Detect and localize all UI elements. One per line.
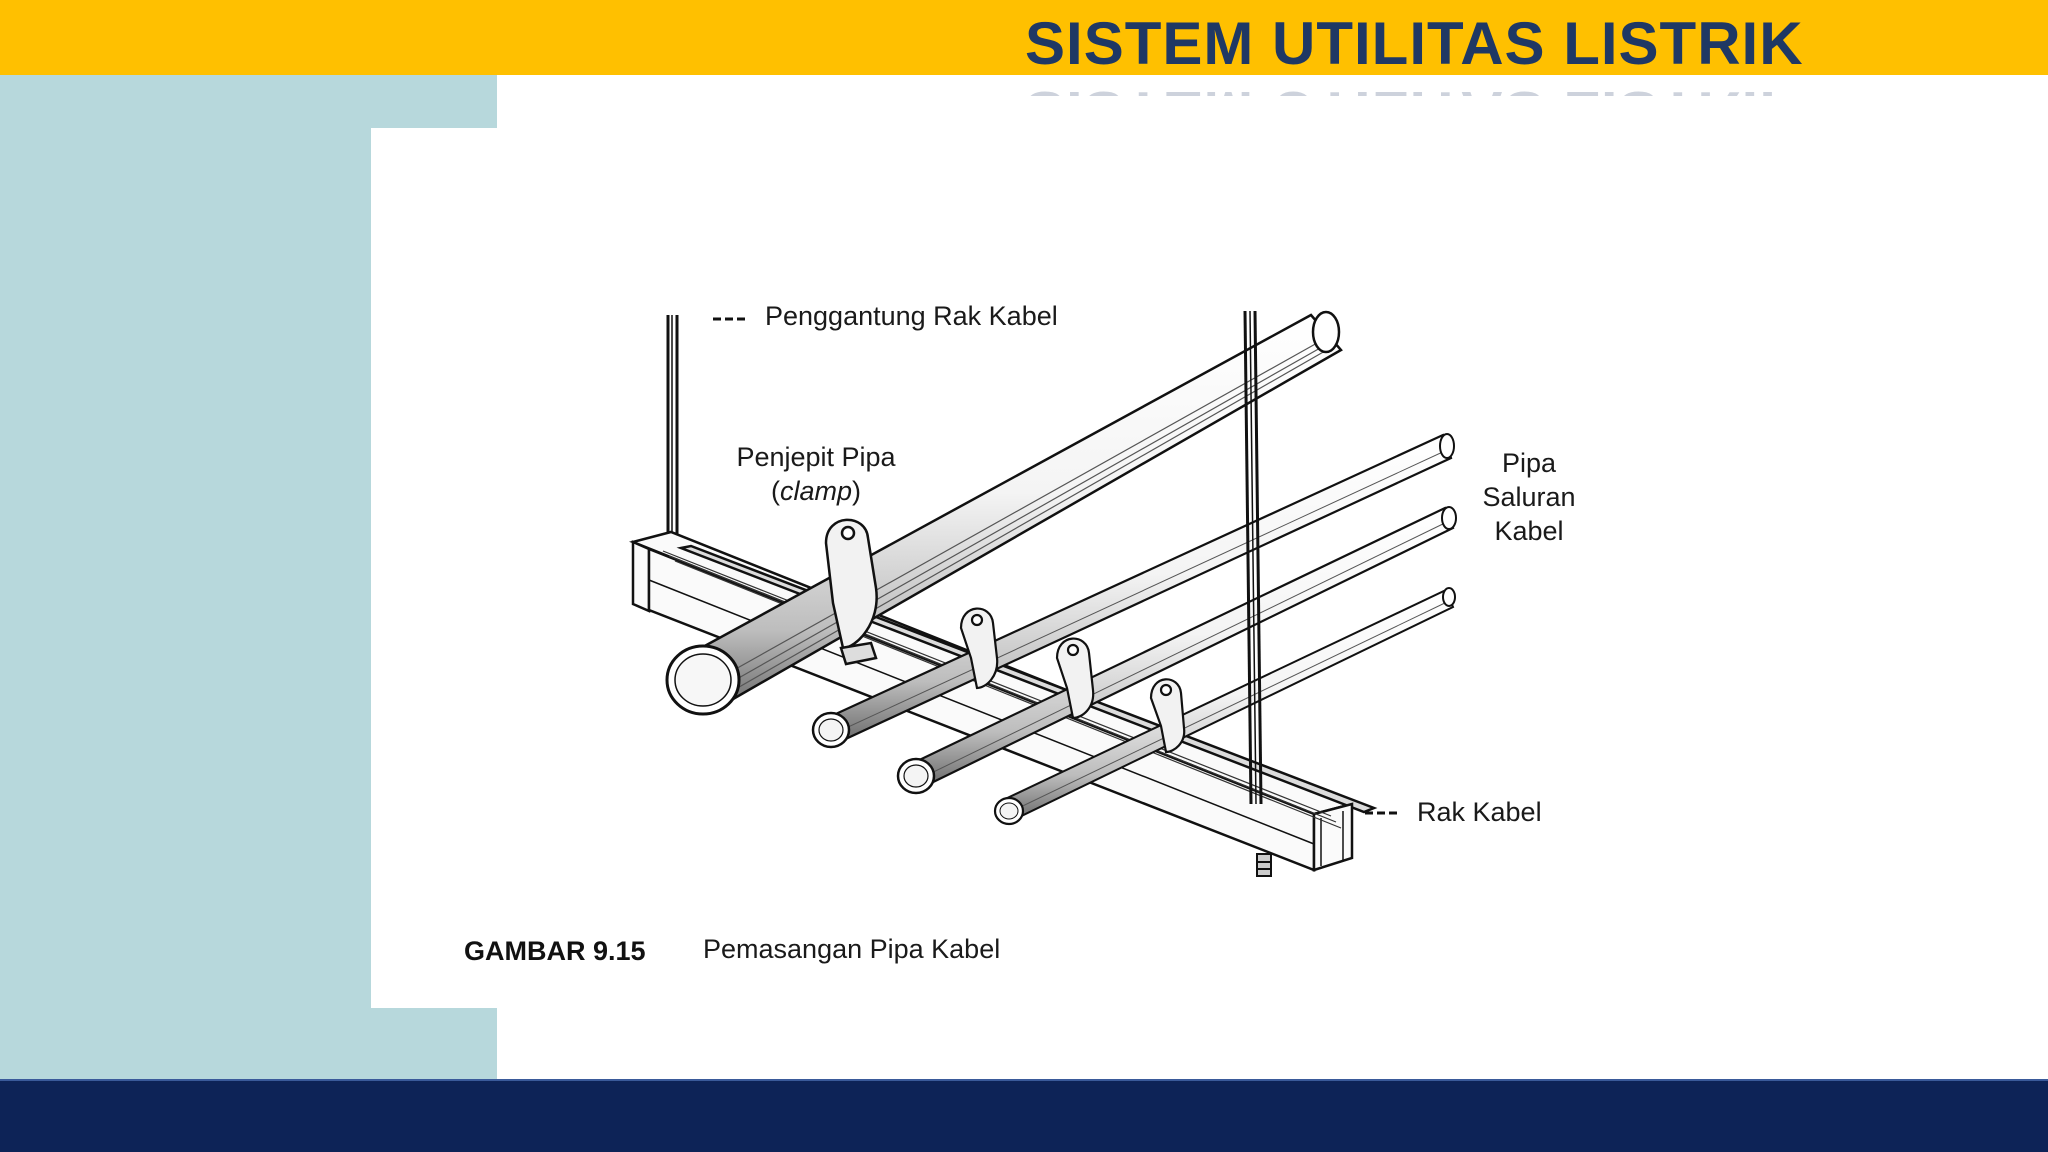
figure-caption: Pemasangan Pipa Kabel <box>703 934 1001 964</box>
label-conduit-line1: Pipa <box>1501 448 1557 478</box>
label-pipe-clamp-line2: (clamp) <box>770 476 862 506</box>
pipe-clamp-small-3 <box>1149 678 1186 754</box>
top-banner <box>0 0 2048 75</box>
figure-card: Penggantung Rak Kabel Penjepit Pipa (cla… <box>371 128 1631 1008</box>
slide-title: SISTEM UTILITAS LISTRIK <box>1025 10 1804 77</box>
footer-divider <box>0 1079 2048 1081</box>
label-cable-tray-hanger: Penggantung Rak Kabel <box>765 301 1058 331</box>
label-pipe-clamp-line1: Penjepit Pipa <box>736 442 896 472</box>
hanger-rod-right <box>1243 310 1263 805</box>
label-pipe-clamp: Penjepit Pipa (clamp) <box>701 440 931 508</box>
label-conduit-line2: Saluran <box>1482 482 1576 512</box>
conduit-pipe-small-2 <box>896 506 1457 795</box>
label-conduit-line3: Kabel <box>1494 516 1564 546</box>
cable-tray-illustration <box>629 310 1457 877</box>
pipe-clamp-small-2 <box>1055 637 1095 720</box>
figure-number: GAMBAR 9.15 <box>464 936 646 966</box>
label-conduit-pipe: Pipa Saluran Kabel <box>1459 446 1599 548</box>
label-cable-tray: Rak Kabel <box>1417 797 1542 827</box>
bottom-banner <box>0 1081 2048 1152</box>
leader-dashes <box>713 317 1397 815</box>
pipe-clamp-small-1 <box>959 607 999 690</box>
conduit-pipe-small-3 <box>993 587 1456 826</box>
hanger-rod-left <box>666 315 679 553</box>
pipe-clamp-large <box>824 518 878 666</box>
tray-bolt <box>1256 853 1272 877</box>
